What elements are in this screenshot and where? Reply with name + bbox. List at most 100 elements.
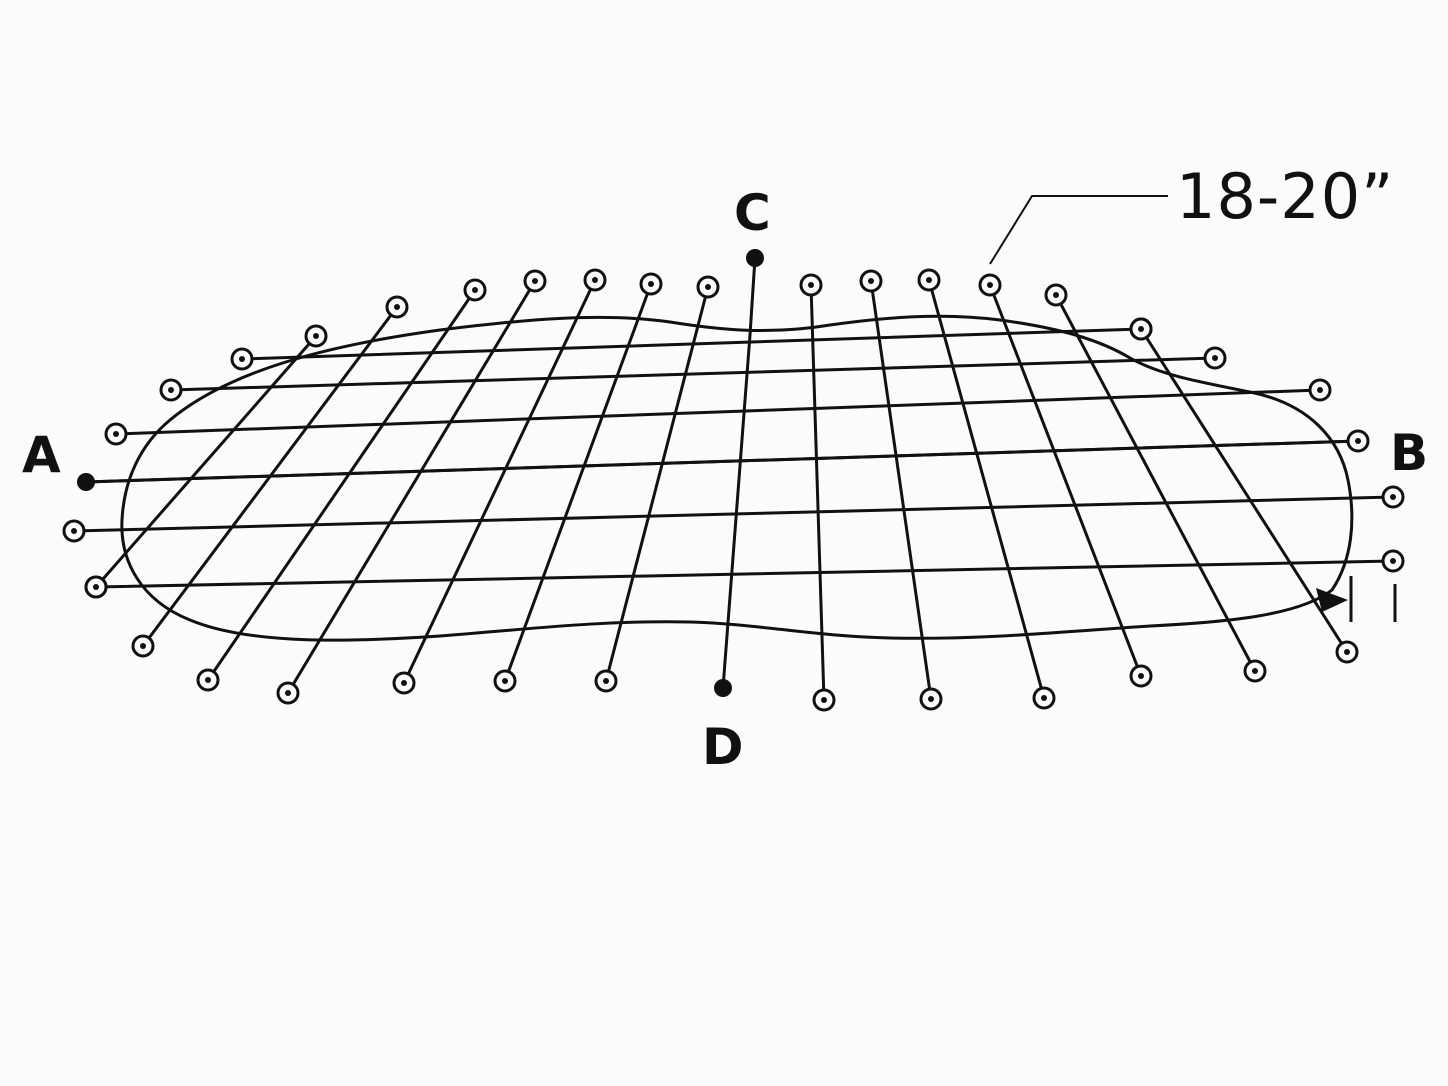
arrow-icon xyxy=(1316,588,1348,612)
label-d: D xyxy=(702,718,744,776)
label-a: A xyxy=(22,426,61,484)
pin-dot xyxy=(1355,438,1361,444)
horizontal-strand xyxy=(72,495,1395,533)
pin-icon xyxy=(919,687,943,711)
pin-icon xyxy=(523,269,547,293)
outline xyxy=(120,314,1354,642)
pin-dot xyxy=(401,680,407,686)
pin-dot xyxy=(1138,673,1144,679)
vertical-strand xyxy=(809,283,826,702)
pin-dot xyxy=(1041,695,1047,701)
dimension-leader xyxy=(989,195,1168,265)
pin-icon xyxy=(230,347,254,371)
pin-icon xyxy=(1346,429,1370,453)
pin-dot xyxy=(868,278,874,284)
pin-dot xyxy=(1252,668,1258,674)
pin-icon xyxy=(799,273,823,297)
pin-icon xyxy=(583,268,607,292)
point-c xyxy=(746,249,764,267)
vertical-strand xyxy=(94,334,318,589)
horizontal-strand xyxy=(240,327,1143,361)
vertical-strand xyxy=(206,288,477,682)
pin-icon xyxy=(859,269,883,293)
pin-icon xyxy=(1381,485,1405,509)
pin-icon xyxy=(1335,640,1359,664)
pin-dot xyxy=(928,696,934,702)
pin-dot xyxy=(1138,326,1144,332)
pin-icon xyxy=(104,422,128,446)
pin-dot xyxy=(394,304,400,310)
vertical-strand xyxy=(503,282,653,683)
line-c-d xyxy=(721,333,752,690)
dimension-label: 18-20” xyxy=(1176,160,1395,233)
vertical-strand xyxy=(927,278,1046,700)
pin-dot xyxy=(71,528,77,534)
pin-dot xyxy=(532,278,538,284)
pin-dot xyxy=(1344,649,1350,655)
pin-dot xyxy=(313,333,319,339)
pin-dot xyxy=(592,277,598,283)
point-d xyxy=(714,679,732,697)
vertical-strand xyxy=(286,279,537,695)
horizontal-strand xyxy=(114,388,1322,436)
label-c: C xyxy=(734,184,771,242)
pin-icon xyxy=(493,669,517,693)
pin-dot xyxy=(113,431,119,437)
pin-icon xyxy=(1308,378,1332,402)
vertical-strand xyxy=(1139,327,1349,654)
pin-icon xyxy=(917,268,941,292)
pin-icon xyxy=(276,681,300,705)
horizontal-strand xyxy=(94,559,1395,589)
pin-dot xyxy=(239,356,245,362)
pin-icon xyxy=(159,378,183,402)
pin-icon xyxy=(463,278,487,302)
horizontal-strand xyxy=(169,356,1217,392)
line-c-d-top xyxy=(748,256,757,337)
pin-dot xyxy=(205,677,211,683)
pin-icon xyxy=(196,668,220,692)
pin-icon xyxy=(978,273,1002,297)
pin-icon xyxy=(812,688,836,712)
pin-dot xyxy=(1390,558,1396,564)
pin-icon xyxy=(385,295,409,319)
pin-dot xyxy=(1053,292,1059,298)
pin-icon xyxy=(1129,664,1153,688)
pin-dot xyxy=(502,678,508,684)
pin-dot xyxy=(168,387,174,393)
pin-dot xyxy=(926,277,932,283)
pin-dot xyxy=(1212,355,1218,361)
pin-dot xyxy=(140,643,146,649)
pin-dot xyxy=(648,281,654,287)
vertical-strand xyxy=(869,279,933,701)
pin-dot xyxy=(821,697,827,703)
vertical-strand xyxy=(604,285,710,683)
pin-dot xyxy=(472,287,478,293)
point-a xyxy=(77,473,95,491)
vertical-strand xyxy=(402,278,597,685)
pin-icon xyxy=(1032,686,1056,710)
pin-icon xyxy=(392,671,416,695)
pin-icon xyxy=(639,272,663,296)
pin-icon xyxy=(594,669,618,693)
pin-icon xyxy=(1381,549,1405,573)
pin-icon xyxy=(304,324,328,348)
line-a-b xyxy=(84,439,1360,484)
pin-icon xyxy=(1243,659,1267,683)
pin-icon xyxy=(1129,317,1153,341)
pin-dot xyxy=(93,584,99,590)
pin-icon xyxy=(1203,346,1227,370)
label-b: B xyxy=(1390,424,1429,482)
pin-dot xyxy=(987,282,993,288)
pin-dot xyxy=(603,678,609,684)
pin-dot xyxy=(1317,387,1323,393)
pin-dot xyxy=(285,690,291,696)
pin-icon xyxy=(131,634,155,658)
pin-icon xyxy=(84,575,108,599)
pin-dot xyxy=(808,282,814,288)
vertical-strand xyxy=(988,283,1143,678)
vertical-strand xyxy=(1054,293,1257,673)
pin-dot xyxy=(1390,494,1396,500)
pin-icon xyxy=(696,275,720,299)
pin-dot xyxy=(705,284,711,290)
